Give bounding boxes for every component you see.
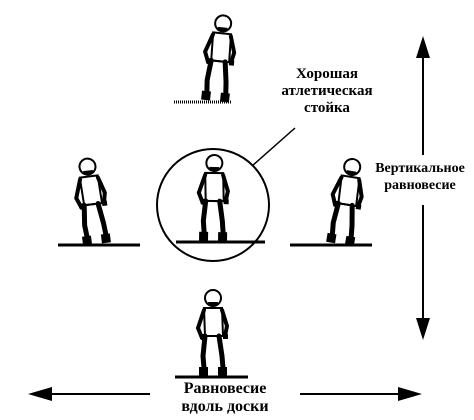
- figure-right: [290, 157, 372, 247]
- stance-leader-line: [251, 127, 296, 167]
- vertical-balance-line-1: Вертикальное: [375, 161, 465, 176]
- figure-center: [156, 148, 270, 262]
- vertical-arrow: [416, 36, 430, 340]
- good-stance-label: Хорошая атлетическая стойка: [262, 66, 392, 117]
- good-stance-line-1: Хорошая: [296, 66, 358, 82]
- figure-left: [58, 157, 140, 246]
- board-balance-line-2: вдоль доски: [181, 398, 269, 415]
- vertical-balance-label: Вертикальное равновесие: [368, 160, 472, 194]
- figure-bottom: [175, 290, 248, 379]
- good-stance-line-2: атлетическая: [281, 83, 373, 99]
- figure-top: [174, 14, 239, 103]
- vertical-balance-line-2: равновесие: [384, 178, 456, 193]
- board-balance-line-1: Равновесие: [183, 380, 267, 397]
- good-stance-line-3: стойка: [304, 100, 350, 116]
- horizontal-arrow: [28, 387, 422, 401]
- board-balance-label: Равновесие вдоль доски: [150, 380, 300, 416]
